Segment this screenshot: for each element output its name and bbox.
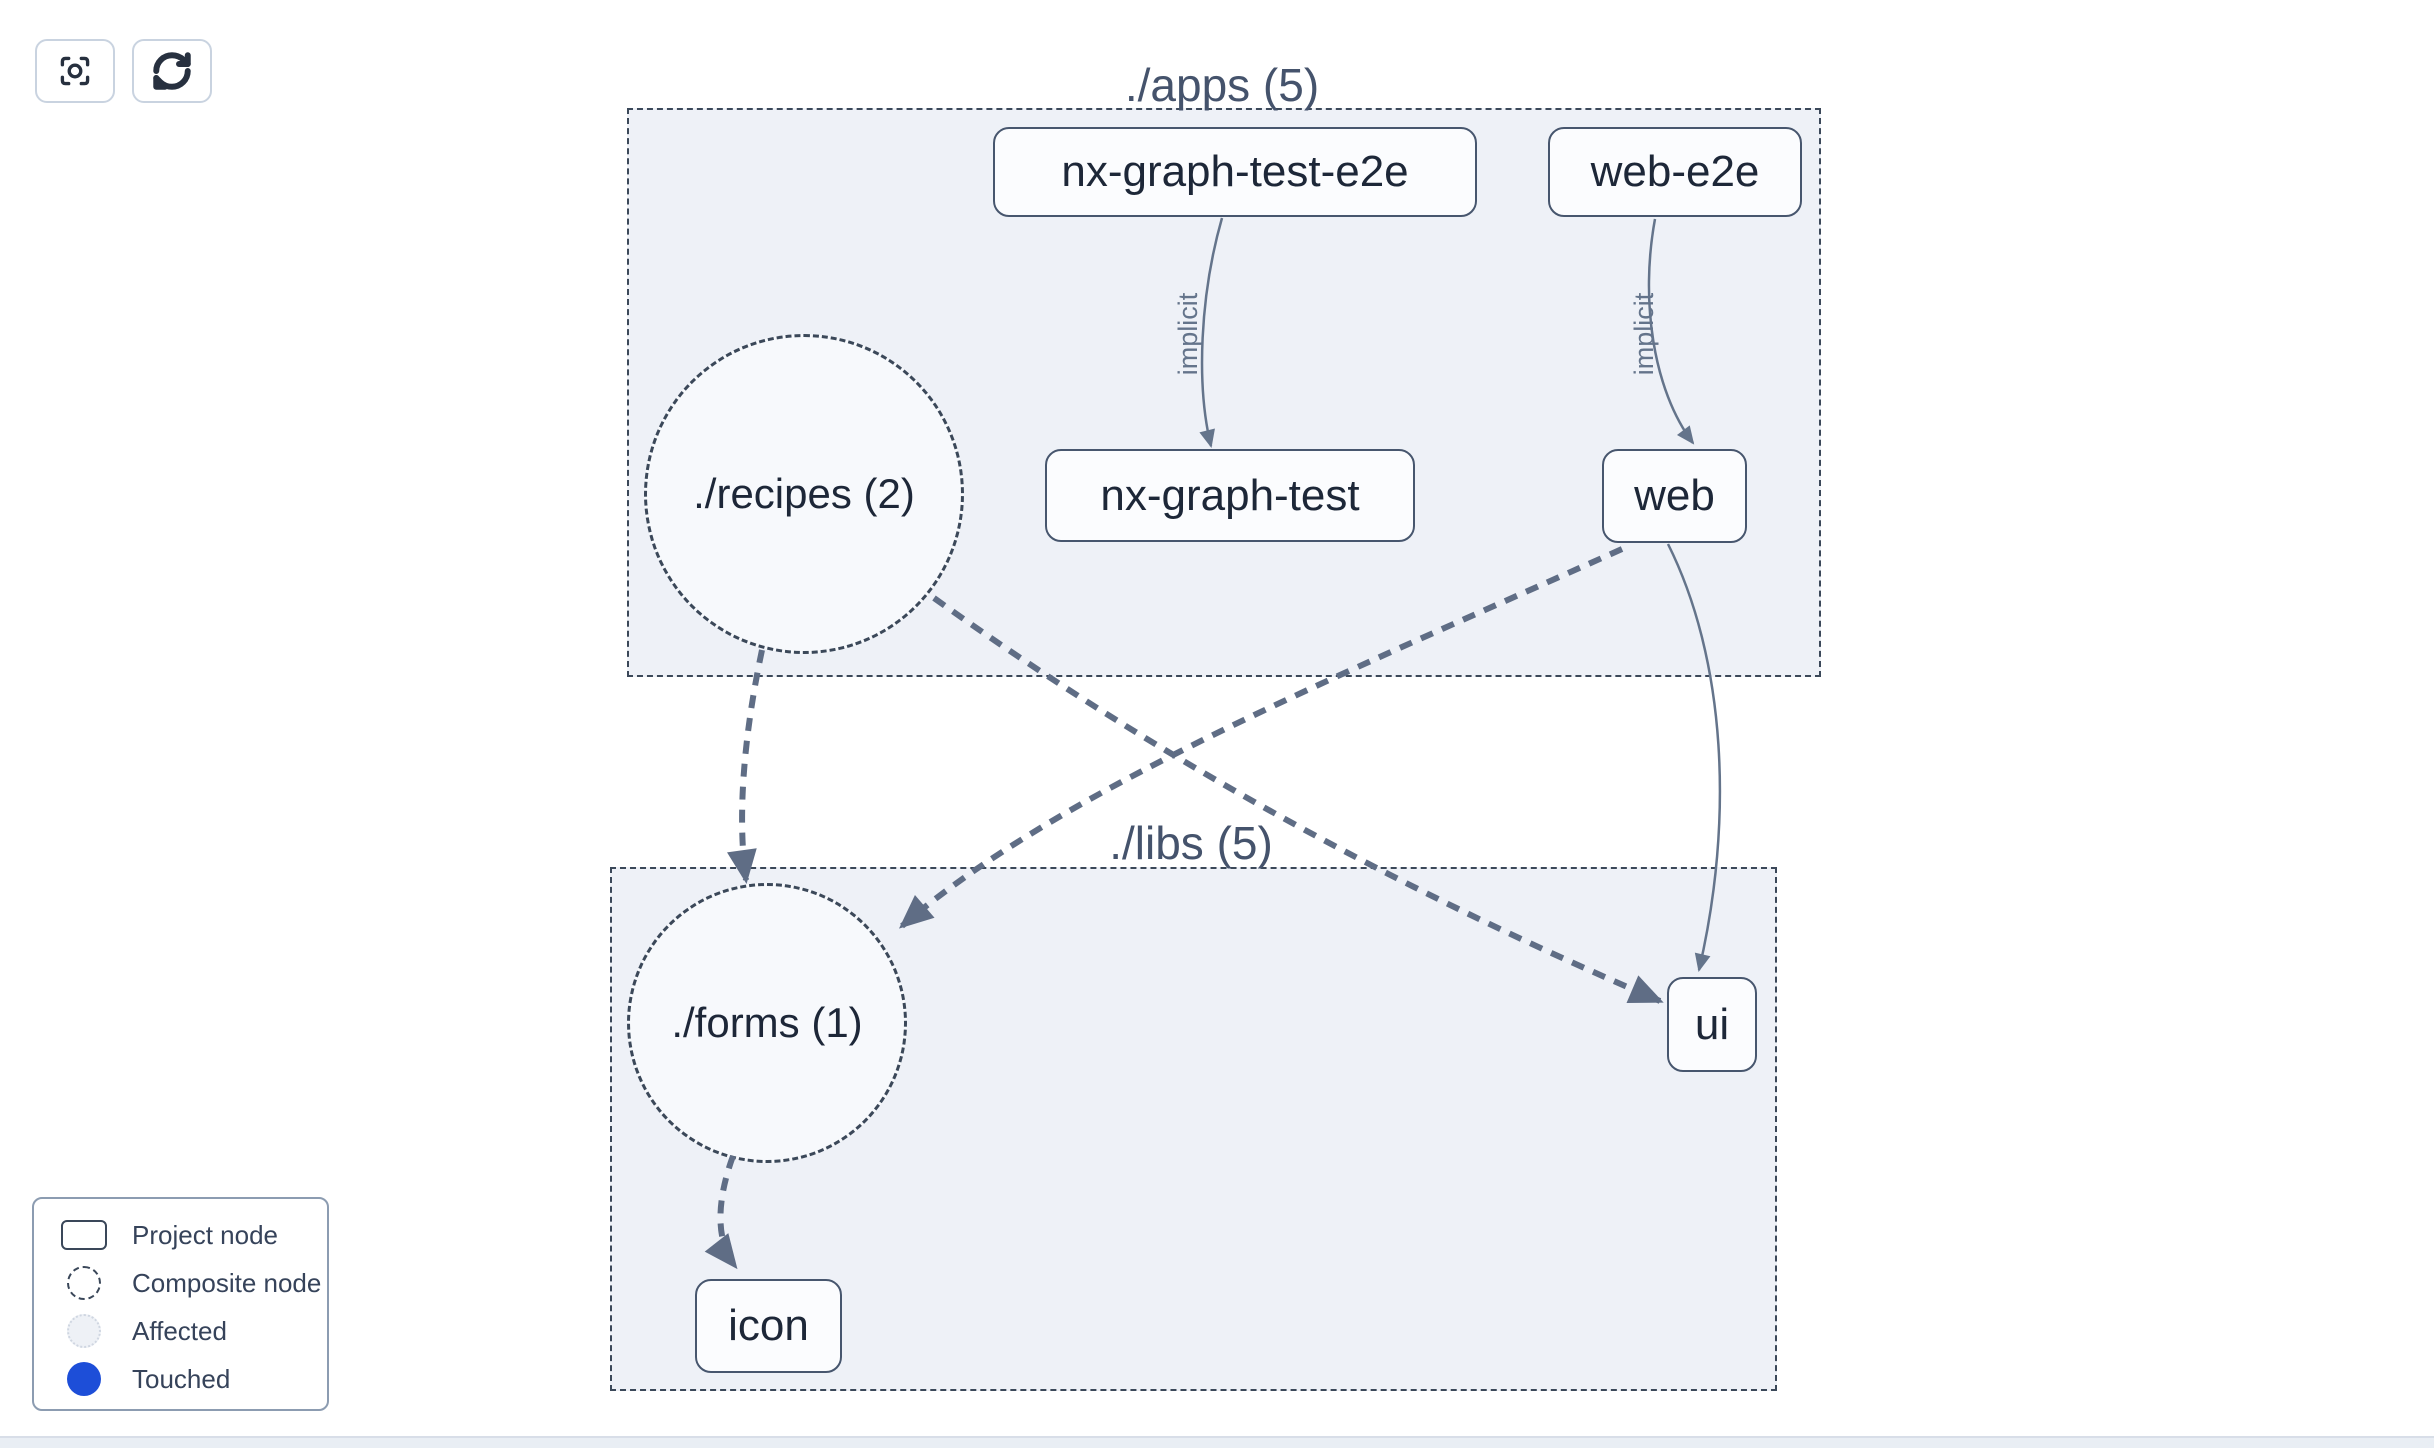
project-node-label: icon <box>728 1301 809 1350</box>
refresh-button[interactable] <box>132 39 212 103</box>
group-label-apps: ./apps (5) <box>1124 59 1320 111</box>
composite-node-recipes[interactable]: ./recipes (2) <box>644 334 964 654</box>
legend-label: Affected <box>132 1315 227 1346</box>
bottom-border <box>0 1436 2434 1448</box>
affected-swatch <box>67 1314 101 1348</box>
zoom-to-fit-button[interactable] <box>35 39 115 103</box>
legend-item-composite-node: Composite node <box>34 1259 327 1307</box>
composite-node-label: ./forms (1) <box>671 999 863 1046</box>
project-node-web-e2e[interactable]: web-e2e <box>1548 127 1802 217</box>
project-node-label: nx-graph-test-e2e <box>1061 147 1409 196</box>
legend-label: Composite node <box>132 1267 322 1298</box>
focus-icon <box>54 50 96 92</box>
project-node-nx-graph-test-e2e[interactable]: nx-graph-test-e2e <box>993 127 1477 217</box>
legend-label: Touched <box>132 1363 231 1394</box>
legend-item-project-node: Project node <box>34 1211 327 1259</box>
project-node-label: ui <box>1694 999 1730 1049</box>
edge-recipes-to-forms <box>727 649 765 884</box>
refresh-icon <box>151 50 193 92</box>
project-node-swatch <box>61 1220 107 1250</box>
legend-panel: Project node Composite node Affected Tou… <box>32 1197 329 1411</box>
project-node-ui[interactable]: ui <box>1667 977 1757 1072</box>
project-node-label: nx-graph-test <box>1100 470 1360 520</box>
project-node-nx-graph-test[interactable]: nx-graph-test <box>1045 449 1415 542</box>
project-node-icon[interactable]: icon <box>695 1279 842 1373</box>
project-node-web[interactable]: web <box>1602 449 1747 543</box>
composite-node-forms[interactable]: ./forms (1) <box>627 883 907 1163</box>
project-node-label: web <box>1634 471 1715 520</box>
composite-node-label: ./recipes (2) <box>693 470 915 517</box>
touched-swatch <box>67 1362 101 1396</box>
group-label-libs: ./libs (5) <box>1109 817 1273 869</box>
composite-node-swatch <box>67 1266 101 1300</box>
project-node-label: web-e2e <box>1590 147 1760 196</box>
legend-item-affected: Affected <box>34 1307 327 1355</box>
legend-label: Project node <box>132 1219 278 1250</box>
legend-item-touched: Touched <box>34 1355 327 1403</box>
